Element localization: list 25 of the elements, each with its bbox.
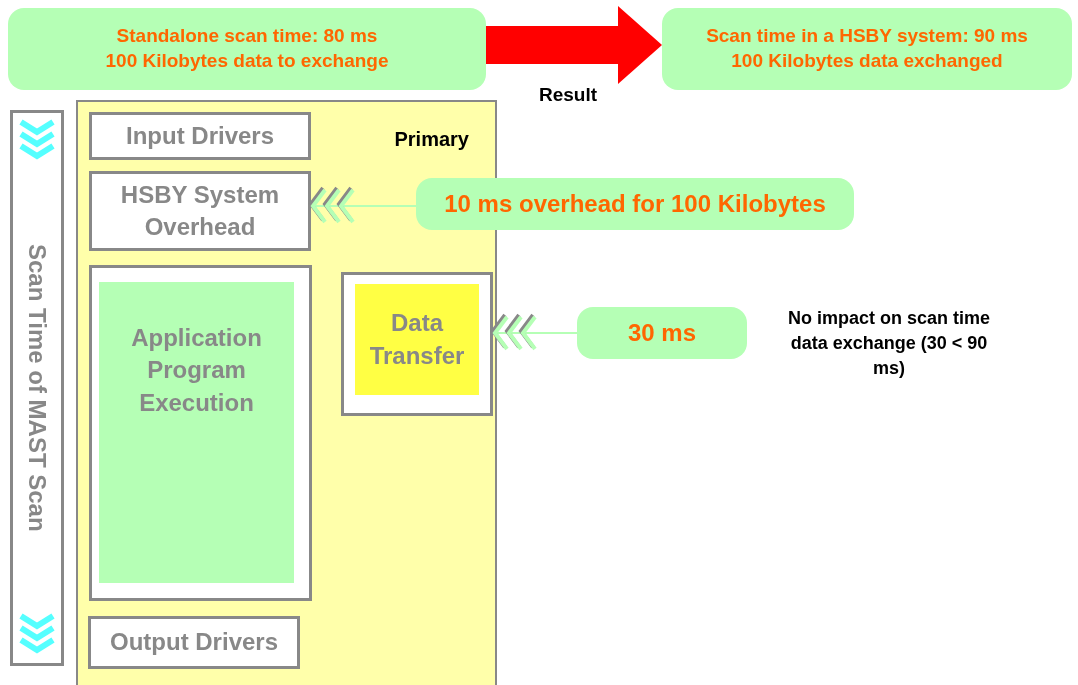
- process-box: [89, 171, 311, 251]
- chevron-arrow: [309, 186, 417, 224]
- scan-time-bar: [10, 110, 64, 666]
- node-text: Primary: [394, 128, 469, 151]
- info-box: [416, 178, 854, 230]
- process-box: [341, 272, 493, 416]
- note-text: No impact on scan time data exchange (30 < 90 ms): [786, 307, 991, 381]
- node-text: Data Transfer: [368, 308, 466, 371]
- node-text: Standalone scan time: 80 ms 100 Kilobytes data to exchange: [104, 24, 390, 73]
- node-text: 10 ms overhead for 100 Kilobytes: [444, 189, 826, 220]
- info-box: [577, 307, 747, 359]
- node-text: Scan time in a HSBY system: 90 ms 100 Kilobytes data exchanged: [705, 24, 1029, 73]
- block-arrow: [486, 6, 662, 84]
- node-text: Application Program Execution: [130, 323, 263, 418]
- node-text: 30 ms: [627, 318, 697, 349]
- node-text: Scan Time of MAST Scan: [23, 244, 51, 532]
- result-box: [662, 8, 1072, 90]
- chevron-arrow: [491, 313, 578, 351]
- node-text: Input Drivers: [126, 120, 274, 151]
- info-box: [8, 8, 486, 90]
- node-text: Output Drivers: [110, 627, 278, 658]
- process-box: [88, 616, 300, 669]
- node-text: HSBY System Overhead: [119, 179, 281, 242]
- process-box: [89, 265, 312, 601]
- process-box: [89, 112, 311, 160]
